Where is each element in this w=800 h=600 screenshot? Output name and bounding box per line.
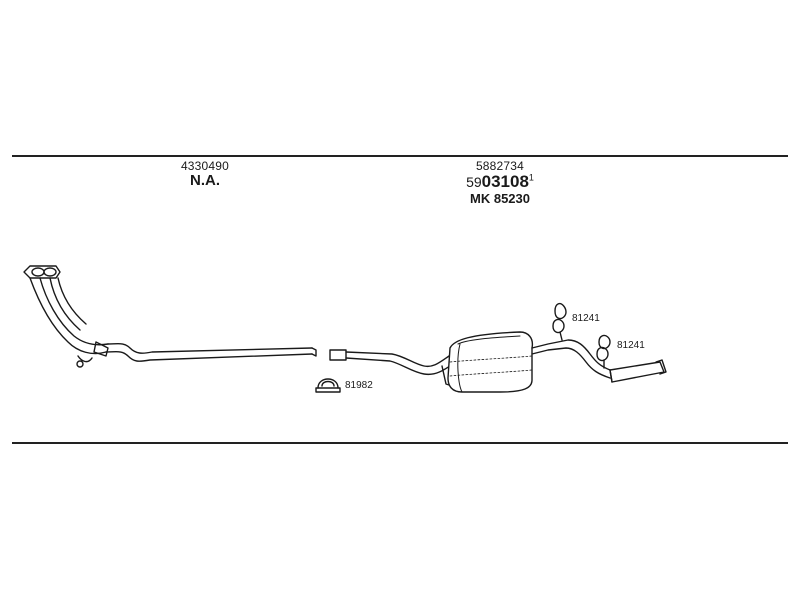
silencer-part-number: 5882734 [475,159,525,173]
silencer-mk-line: MK 85230 [440,190,560,206]
intermediate-pipe [329,349,457,387]
silencer-reference-prefix: 59 [466,174,482,191]
silencer-label: 5882734 59031081 MK 85230 [440,159,560,206]
silencer-reference: 59031081 [440,172,560,192]
front-pipe-reference: N.A. [190,172,220,190]
bottom-divider-line [12,442,788,444]
hanger-upper-icon [552,302,567,341]
rear-silencer-box [447,331,534,393]
silencer-reference-suffix: 1 [528,172,534,183]
hanger-lower-icon [596,334,611,369]
front-pipe-section [105,342,317,362]
front-downpipe [29,277,109,368]
clamp-callout-label: 81982 [345,380,373,391]
front-pipe-part-number: 4330490 [180,159,230,173]
clamp-icon [315,378,341,393]
manifold-flange [23,265,61,279]
silencer-reference-main: 03108 [481,172,529,192]
hanger-upper-callout-label: 81241 [572,313,600,324]
tail-pipe [531,339,667,383]
silencer-mk-prefix: MK [470,190,491,206]
silencer-mk-number: 85230 [493,190,530,206]
top-divider-line [12,155,788,157]
front-pipe-label: 4330490 N.A. [150,159,260,190]
hanger-lower-callout-label: 81241 [617,340,645,351]
